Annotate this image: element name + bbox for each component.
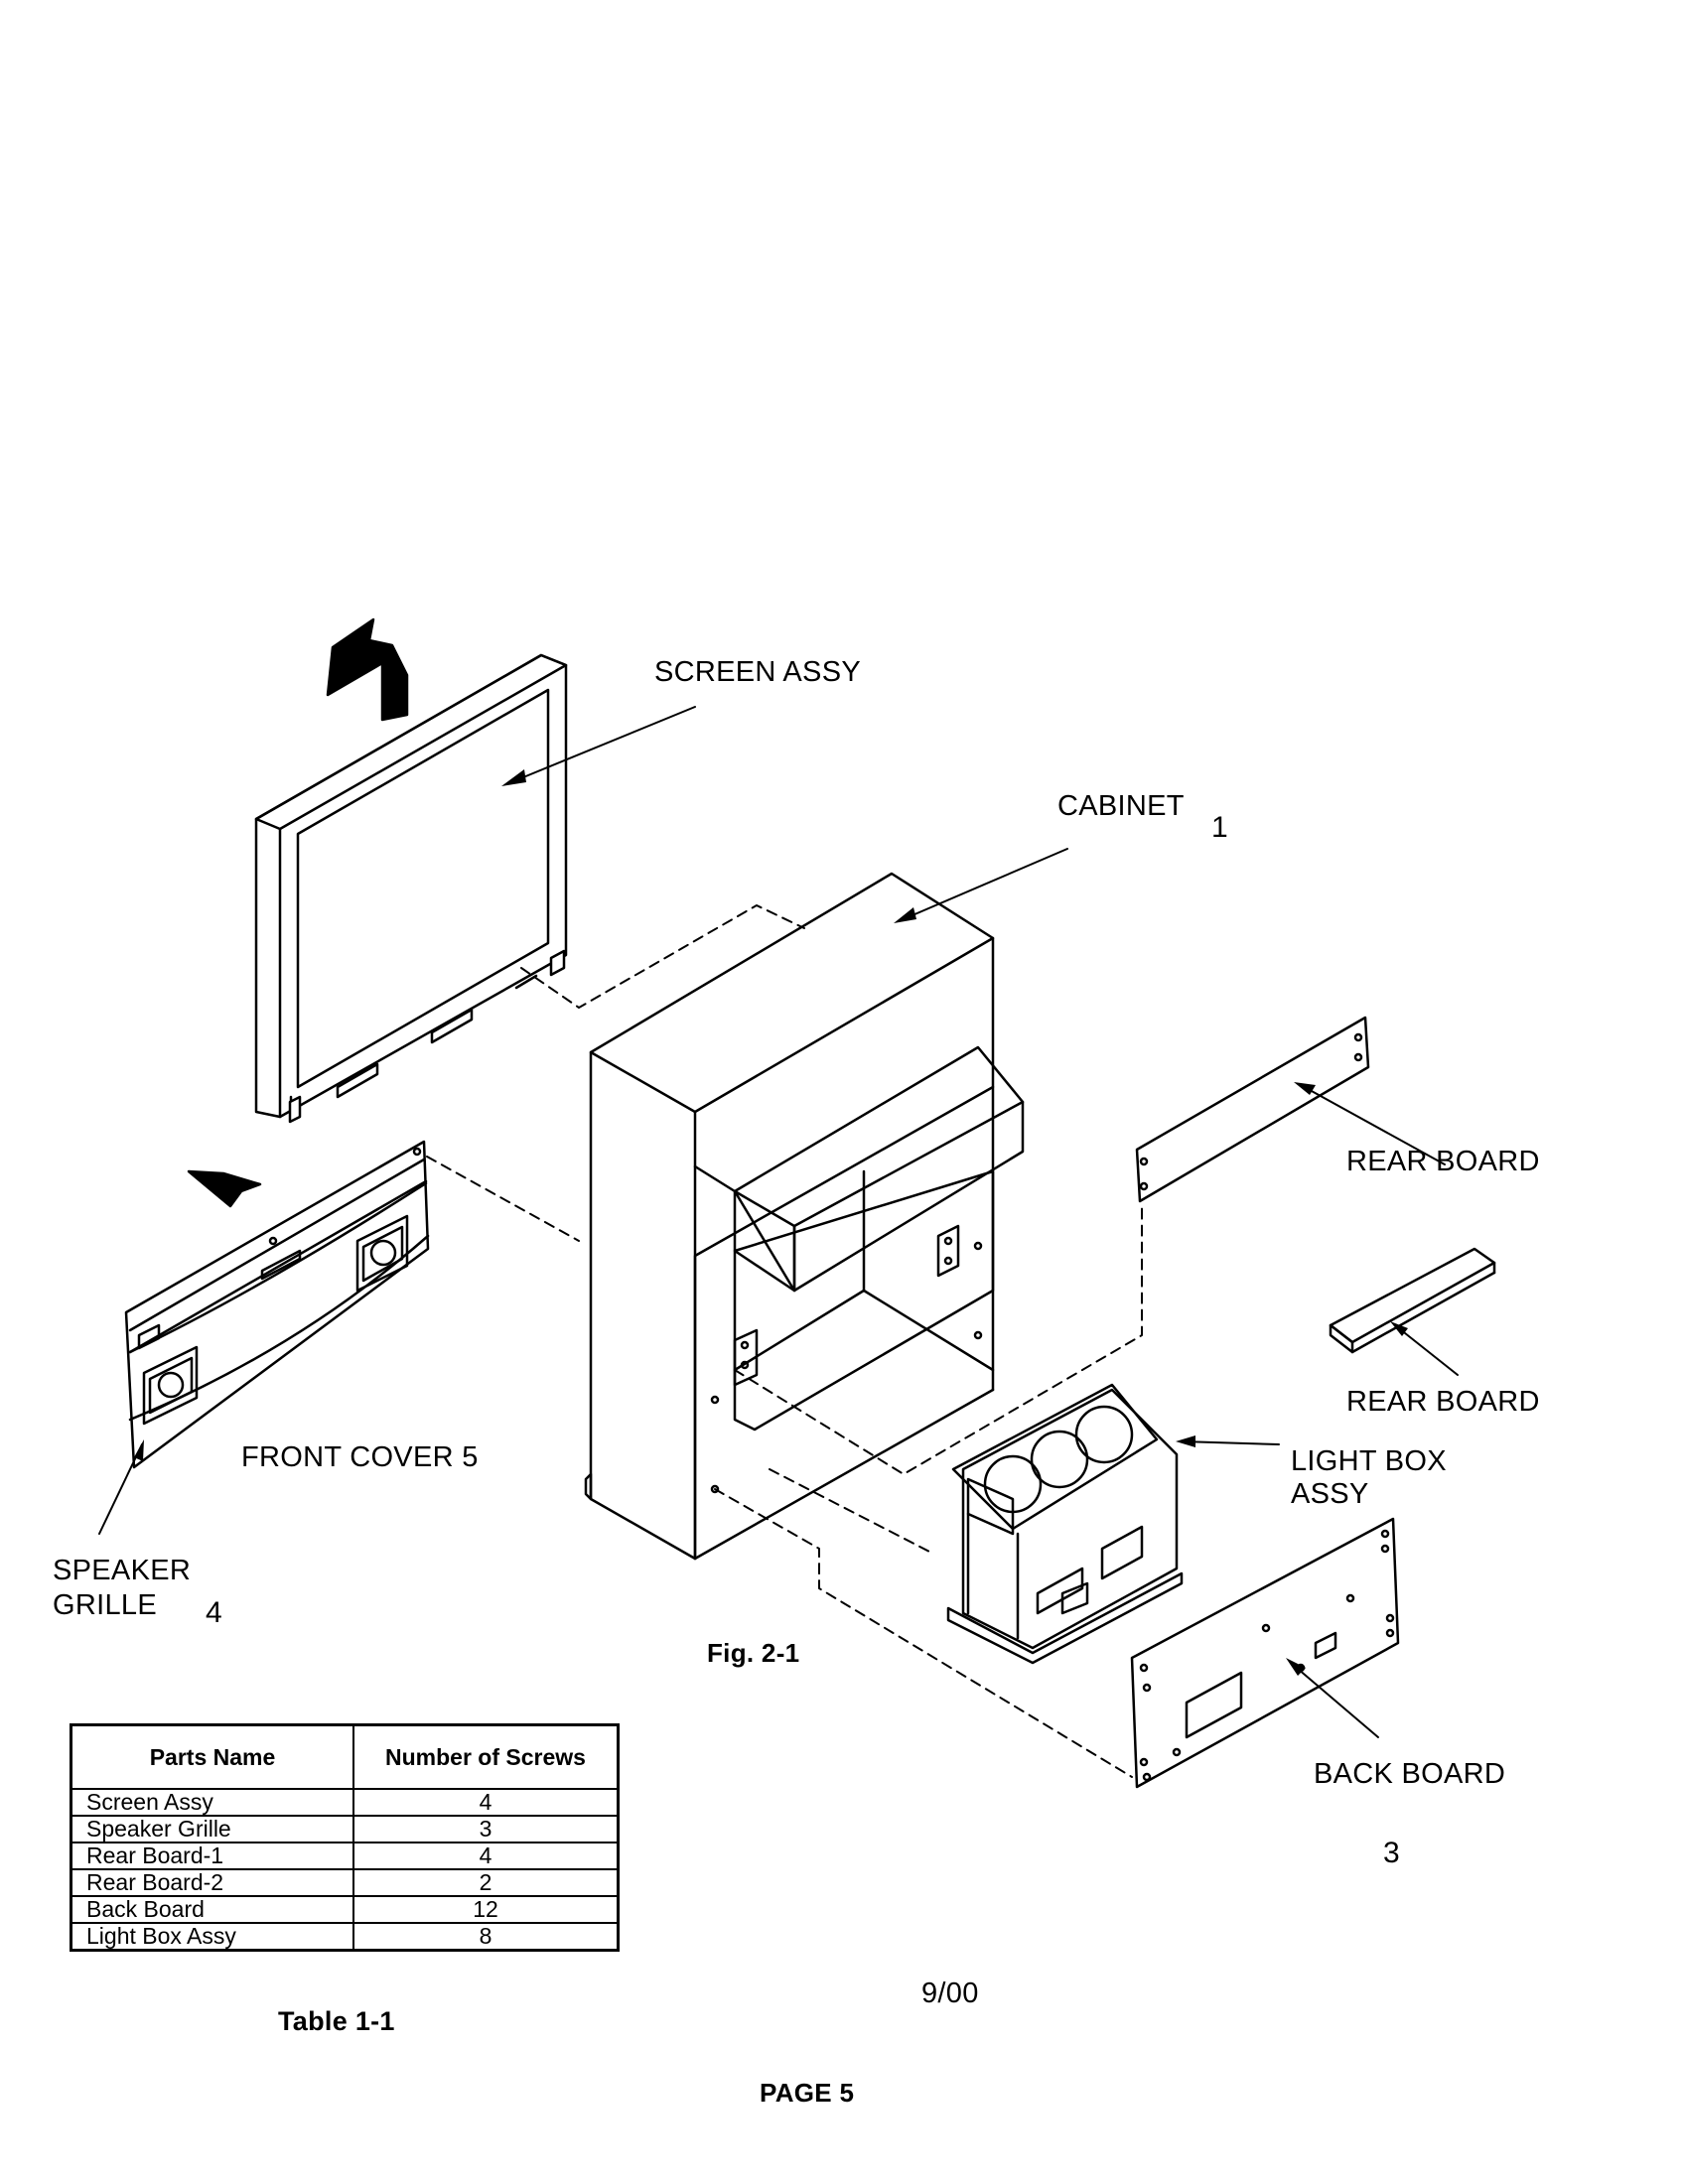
label-light-box-line-2: ASSY: [1291, 1478, 1369, 1510]
label-screen-assy: SCREEN ASSY: [654, 656, 861, 688]
row-screw-count: 4: [352, 1842, 620, 1870]
screen-assy-part: [254, 653, 568, 1124]
label-rear-board-1: REAR BOARD: [1346, 1146, 1540, 1177]
page-number: PAGE 5: [760, 2078, 855, 2108]
table-header-row: Parts Name Number of Screws: [70, 1723, 620, 1790]
date-stamp: 9/00: [921, 1978, 979, 2009]
label-speaker-grille-line-1: SPEAKER: [53, 1555, 192, 1586]
table-caption: Table 1-1: [278, 2006, 395, 2036]
label-speaker-grille-line-2: GRILLE: [53, 1589, 157, 1621]
label-light-box-line-1: LIGHT BOX: [1291, 1445, 1447, 1477]
row-part-name: Screen Assy: [70, 1788, 354, 1817]
row-part-name: Back Board: [70, 1895, 354, 1924]
leader-lines: [98, 706, 1459, 1738]
label-front-cover: FRONT COVER 5: [241, 1441, 479, 1473]
row-screw-count: 2: [352, 1868, 620, 1897]
label-cabinet: CABINET: [1057, 790, 1185, 822]
row-part-name: Light Box Assy: [70, 1922, 354, 1952]
callout-number-speaker-grille: 4: [206, 1596, 222, 1629]
assembly-guide-lines: [426, 904, 1143, 1778]
header-number-of-screws: Number of Screws: [352, 1723, 620, 1790]
front-cover-part: [124, 1140, 430, 1469]
light-box-assy-part: [946, 1383, 1184, 1665]
rear-board-2-part: [1329, 1247, 1496, 1354]
label-rear-board-2: REAR BOARD: [1346, 1386, 1540, 1418]
row-screw-count: 12: [352, 1895, 620, 1924]
header-parts-name: Parts Name: [70, 1723, 354, 1790]
cabinet-part: [584, 872, 1025, 1561]
figure-caption: Fig. 2-1: [707, 1638, 800, 1668]
front-cover-removal-arrow: [187, 1169, 262, 1208]
row-part-name: Rear Board-2: [70, 1868, 354, 1897]
label-back-board: BACK BOARD: [1314, 1758, 1506, 1790]
callout-number-back-board: 3: [1383, 1837, 1400, 1869]
row-screw-count: 4: [352, 1788, 620, 1817]
back-board-part: [1130, 1517, 1400, 1789]
row-part-name: Rear Board-1: [70, 1842, 354, 1870]
row-screw-count: 3: [352, 1815, 620, 1843]
leader-arrowheads: [134, 769, 1408, 1676]
callout-number-cabinet: 1: [1211, 811, 1228, 844]
row-part-name: Speaker Grille: [70, 1815, 354, 1843]
row-screw-count: 8: [352, 1922, 620, 1952]
rear-board-1-part: [1135, 1016, 1370, 1203]
screen-removal-arrow: [326, 617, 409, 722]
